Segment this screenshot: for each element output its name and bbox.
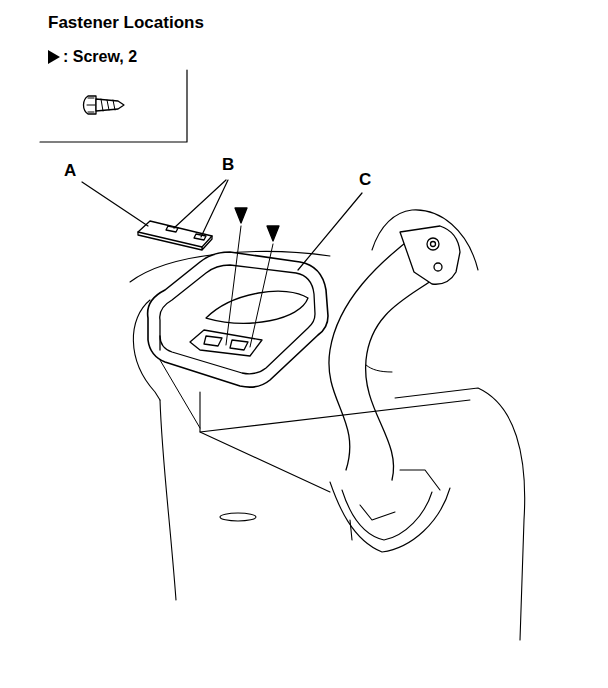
part-label: B — [222, 156, 234, 175]
screw-icon — [84, 96, 125, 114]
tray-part — [148, 252, 328, 387]
part-label: A — [64, 162, 76, 181]
legend-symbol — [47, 49, 61, 65]
screw-markers — [160, 208, 279, 428]
seat-belt — [329, 226, 460, 480]
legend-entry: : Screw, 2 — [47, 48, 137, 66]
legend-frame — [40, 70, 187, 142]
cover-part — [138, 221, 212, 250]
leader-lines — [82, 180, 362, 270]
part-label: C — [359, 171, 371, 190]
heading: Fastener Locations — [48, 14, 204, 33]
seat-back — [130, 210, 525, 640]
legend-text: : Screw, 2 — [63, 48, 137, 66]
